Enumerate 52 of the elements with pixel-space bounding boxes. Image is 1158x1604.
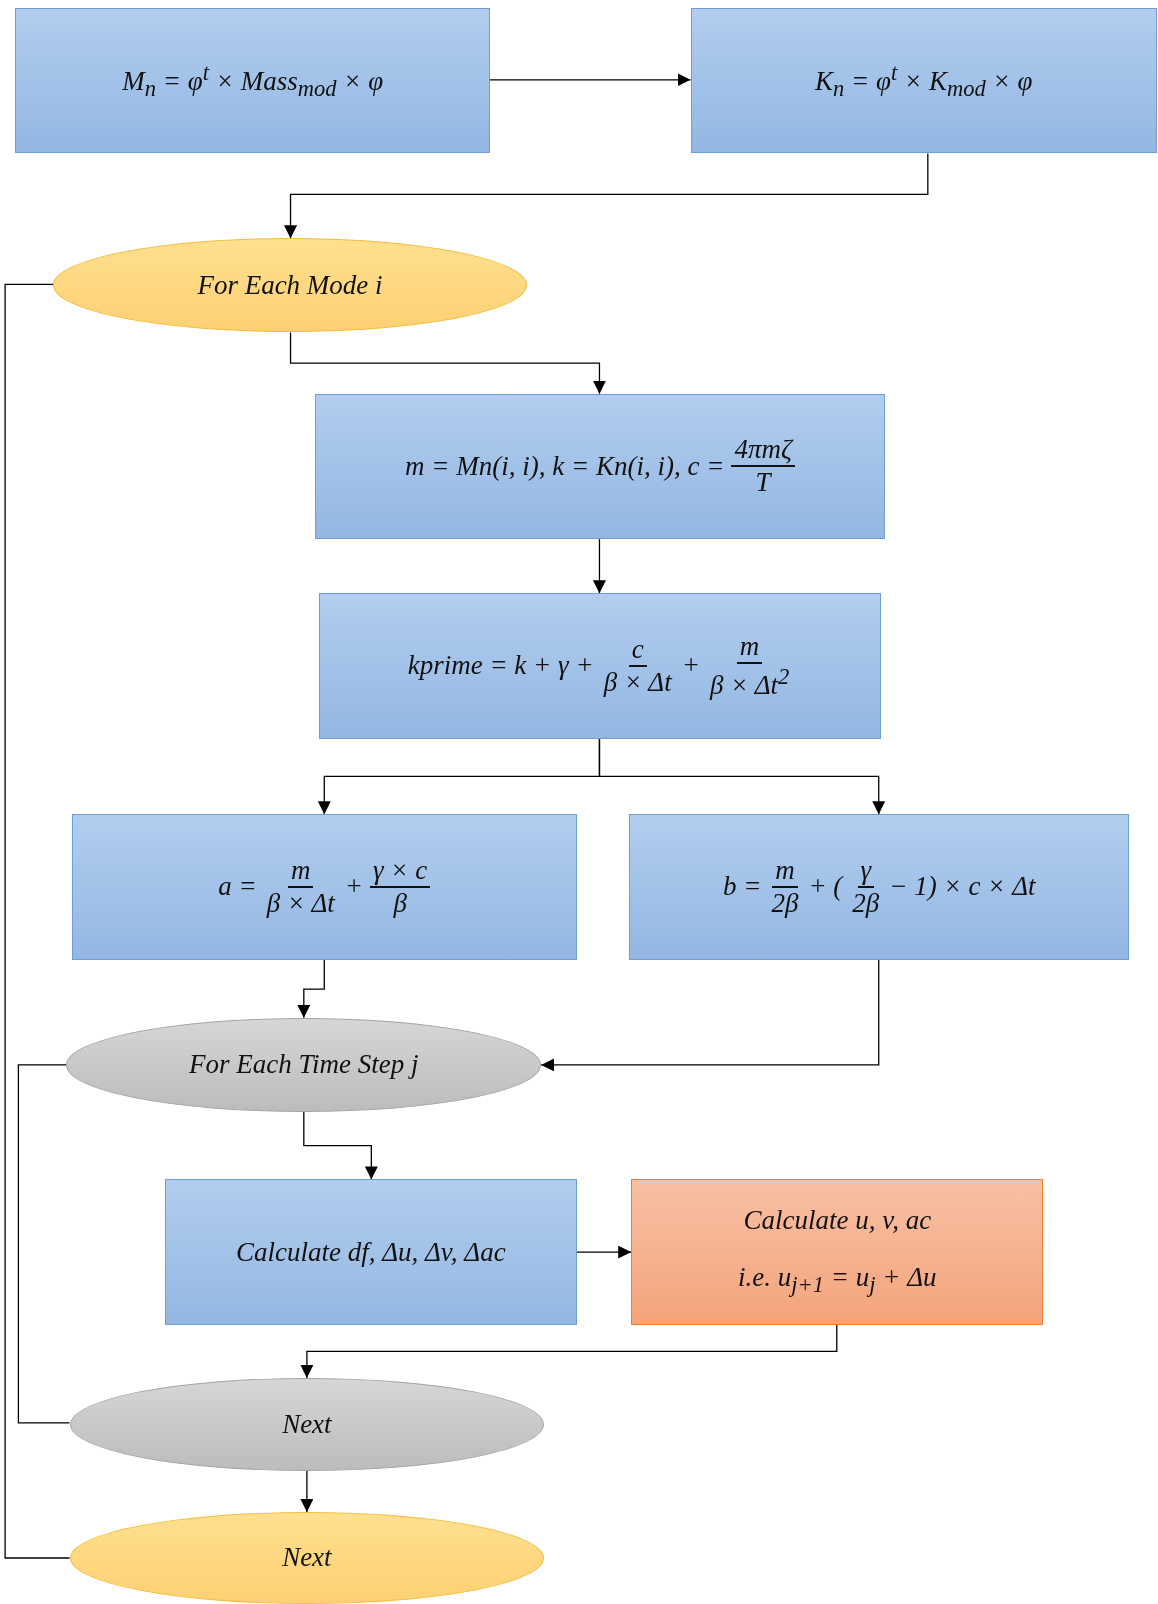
formula-text: β × Δt [265,887,337,919]
arrow [284,152,929,239]
formula-text: i.e. u$_{j+1}$ = u$_{j}$ + Δu [738,1262,937,1299]
arrow [300,1470,314,1513]
formula-text: Calculate df, Δu, Δv, Δac [235,1236,506,1268]
formula-text: K$_{n}$ = φ$^{t}$ × K$_{mod}$ × φ [815,59,1033,102]
arrow [303,1111,378,1181]
formula-text: + [344,871,363,903]
formula-text: + ( [808,871,843,903]
formula-text: m [772,854,798,888]
formula-text: − 1) × c × Δt [889,871,1036,903]
arrow [297,958,325,1019]
formula-text: b = [722,871,762,903]
formula-text: c [628,633,647,667]
formula-text: a = [218,871,257,903]
formula-text: For Each Time Step j [189,1049,419,1081]
connector-line [4,283,71,1559]
formula-text: Next [282,1408,332,1440]
arrow [540,958,880,1072]
formula-text: Next [282,1542,332,1574]
process-box [629,814,1130,960]
formula-text: m [287,854,314,888]
arrow [289,331,606,395]
formula-text: β [392,887,408,919]
formula-text: 2β [851,887,881,919]
process-box [690,8,1157,154]
arrow [489,73,692,87]
arrow [598,737,886,815]
formula-text: m [736,630,763,664]
arrow [576,1245,632,1259]
process-box [71,814,577,960]
formula-text: 2β [770,887,800,919]
process-box [15,8,490,154]
arrow [300,1324,838,1379]
formula-text: 4πmζ [731,434,795,468]
process-box [631,1179,1044,1325]
formula-text: m = Mn(i, i), k = Kn(i, i), c = [405,450,725,482]
formula-text: γ [857,854,875,888]
connector-line [17,1064,71,1424]
formula-text: β × Δt$^{2}$ [708,663,791,701]
process-box [319,593,881,739]
formula-text: β × Δt [602,666,674,698]
formula-text: T [754,467,773,499]
formula-text: γ × c [369,854,431,888]
formula-text: Calculate u, v, ac [743,1205,932,1237]
process-box [164,1179,577,1325]
formula-text: For Each Mode i [197,269,383,301]
process-box [315,393,885,540]
formula-text: + [681,650,700,682]
formula-text: M$_{n}$ = φ$^{t}$ × Mass$_{mod}$ × φ [122,59,384,102]
formula-text: kprime = k + γ + [407,650,594,682]
arrow [592,538,606,594]
